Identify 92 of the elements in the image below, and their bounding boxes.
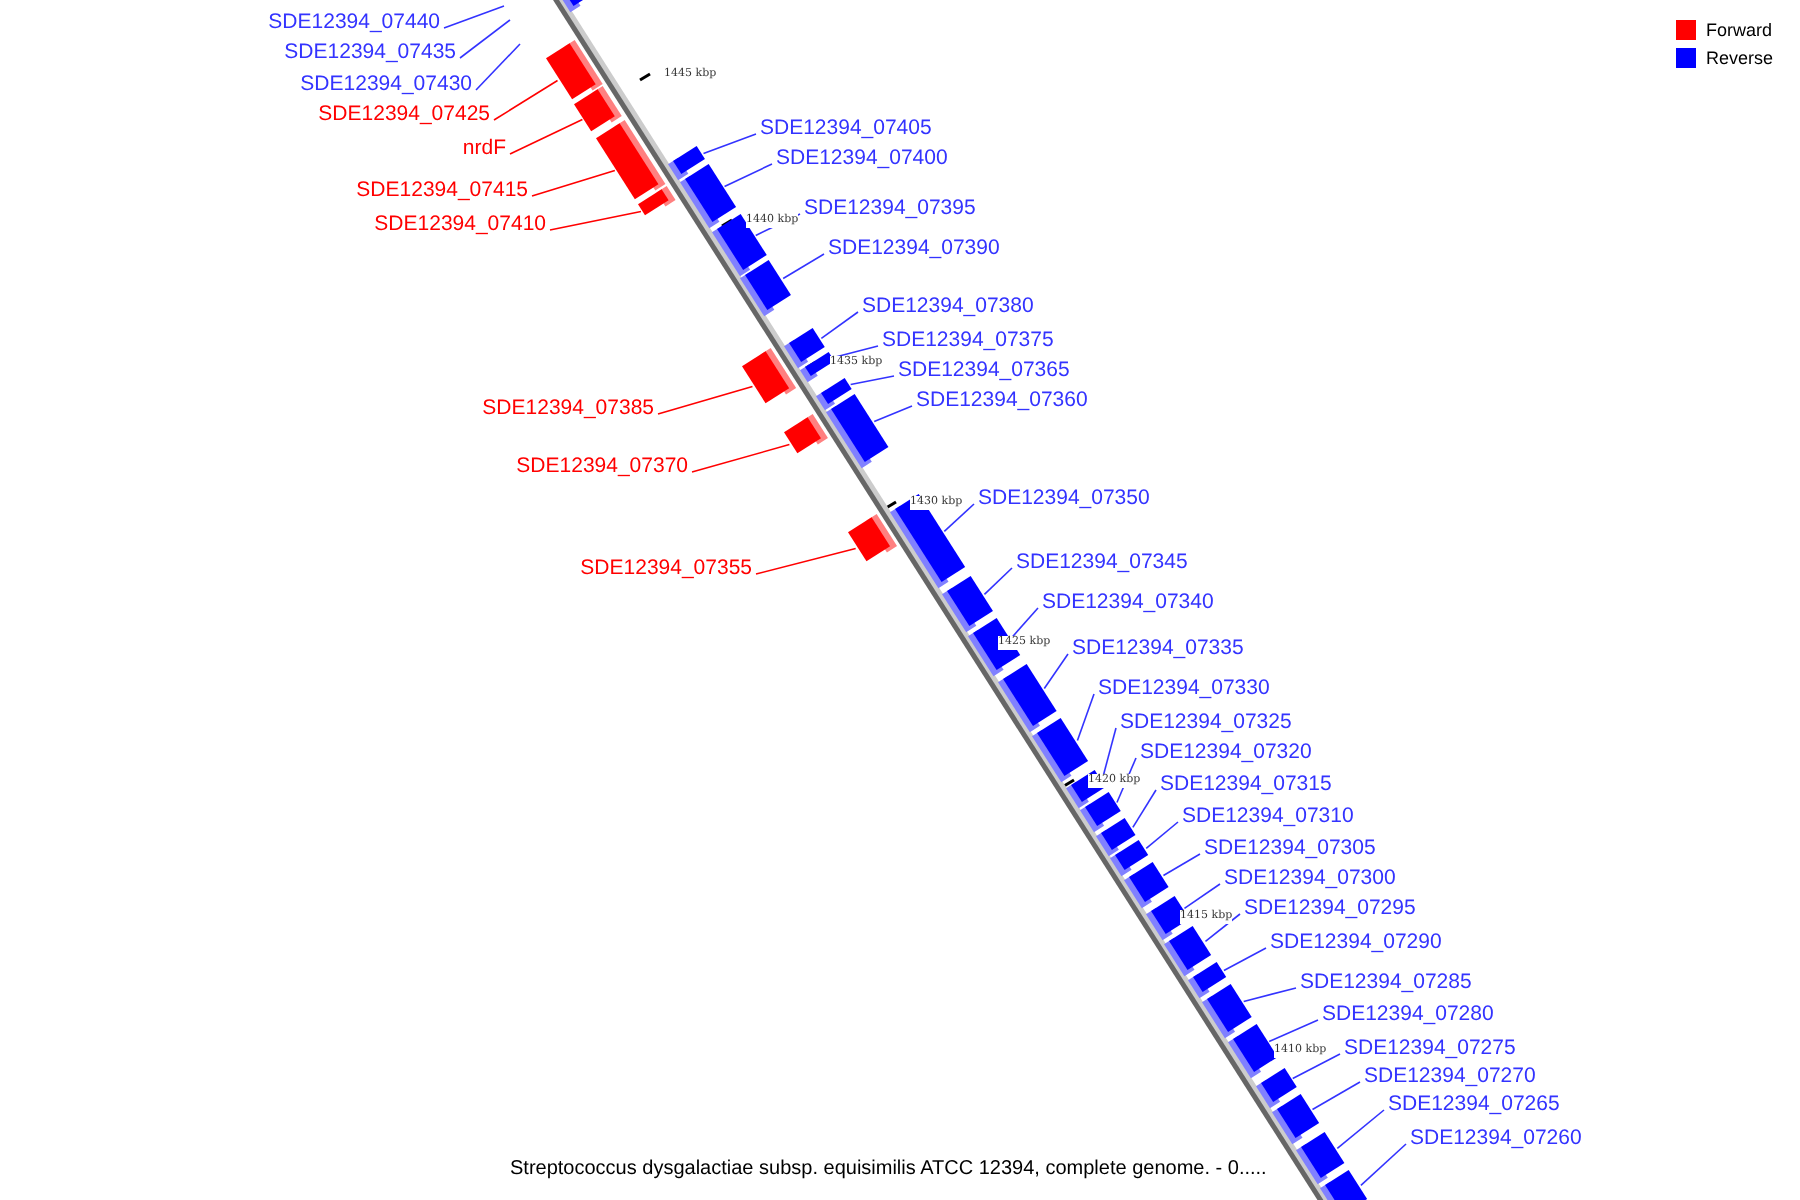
gene-label: SDE12394_07300: [1224, 866, 1396, 892]
gene-label: SDE12394_07335: [1072, 636, 1244, 662]
leader-line: [1311, 1081, 1361, 1111]
gene-label: SDE12394_07315: [1160, 772, 1332, 798]
leader-line: [873, 405, 913, 423]
gene-label: SDE12394_07395: [804, 196, 976, 222]
legend-label: Forward: [1706, 18, 1773, 42]
leader-line: [691, 443, 791, 473]
leader-line: [755, 547, 857, 575]
gene-label: nrdF: [462, 136, 506, 162]
gene-block: [783, 413, 828, 456]
leader-line: [509, 118, 584, 155]
leader-line: [1223, 947, 1267, 972]
leader-line: [1204, 913, 1241, 943]
leader-line: [1076, 693, 1095, 742]
gene-label: SDE12394_07305: [1204, 836, 1376, 862]
gene-block: [847, 513, 897, 564]
gene-label: SDE12394_07435: [284, 40, 456, 66]
leader-line: [459, 19, 511, 59]
gene-label: SDE12394_07380: [862, 294, 1034, 320]
gene-label: SDE12394_07290: [1270, 930, 1442, 956]
gene-label: SDE12394_07295: [1244, 896, 1416, 922]
gene-block: [545, 39, 602, 102]
gene-block: [740, 260, 794, 317]
gene-block: [1032, 718, 1091, 783]
leader-line: [1336, 1109, 1385, 1150]
leader-line: [475, 43, 521, 91]
gene-label: SDE12394_07325: [1120, 710, 1292, 736]
gene-block: [1227, 1024, 1279, 1079]
leader-line: [1162, 853, 1201, 877]
gene-block: [741, 347, 796, 406]
legend-label: Reverse: [1706, 46, 1774, 70]
gene-label: SDE12394_07350: [978, 486, 1150, 512]
leader-line: [1132, 789, 1157, 829]
gene-label: SDE12394_07355: [580, 556, 752, 582]
caption: Streptococcus dysgalactiae subsp. equisimilis ATCC 12394, complete genome. - 0.....: [510, 1156, 1267, 1182]
gene-label: SDE12394_07385: [482, 396, 654, 422]
gene-block: [826, 394, 891, 469]
gene-block: [1164, 926, 1214, 977]
leader-line: [1011, 607, 1039, 639]
gene-block: [941, 576, 995, 633]
leader-line: [549, 210, 642, 231]
leader-line: [493, 79, 559, 121]
gene-label: SDE12394_07340: [1042, 590, 1214, 616]
gene-block: [596, 119, 666, 202]
gene-label: SDE12394_07375: [882, 328, 1054, 354]
leader-line: [1360, 1143, 1407, 1187]
gene-label: SDE12394_07360: [916, 388, 1088, 414]
gene-block: [638, 185, 676, 218]
gene-label: SDE12394_07425: [318, 102, 490, 128]
leader-line: [657, 385, 754, 415]
gene-block: [1201, 984, 1254, 1039]
leader-line: [1291, 1053, 1341, 1080]
leader-line: [1268, 1019, 1319, 1043]
leader-line: [1242, 987, 1297, 1003]
gene-label: SDE12394_07440: [268, 10, 440, 36]
gene-label: SDE12394_07390: [828, 236, 1000, 262]
gene-label: SDE12394_07310: [1182, 804, 1354, 830]
leader-line: [943, 503, 975, 533]
leader-line: [1145, 821, 1179, 850]
leader-line: [983, 567, 1013, 596]
gene-label: SDE12394_07405: [760, 116, 932, 142]
gene-label: SDE12394_07260: [1410, 1126, 1582, 1152]
gene-label: SDE12394_07415: [356, 178, 528, 204]
leader-line: [702, 133, 757, 155]
gene-label: SDE12394_07345: [1016, 550, 1188, 576]
gene-label: SDE12394_07270: [1364, 1064, 1536, 1090]
leader-line: [820, 311, 859, 340]
gene-block: [1271, 1094, 1321, 1145]
gene-label: SDE12394_07410: [374, 212, 546, 238]
gene-block: [998, 664, 1059, 733]
leader-line: [531, 169, 616, 197]
gene-label: SDE12394_07330: [1098, 676, 1270, 702]
gene-label: SDE12394_07400: [776, 146, 948, 172]
gene-block: [1296, 1132, 1347, 1185]
leader-line: [1043, 653, 1069, 690]
gene-label: SDE12394_07365: [898, 358, 1070, 384]
leader-line: [1183, 883, 1221, 910]
gene-label: SDE12394_07320: [1140, 740, 1312, 766]
gene-label: SDE12394_07275: [1344, 1036, 1516, 1062]
leader-line: [723, 163, 773, 188]
gene-block: [574, 85, 623, 134]
gene-label: SDE12394_07285: [1300, 970, 1472, 996]
gene-label: SDE12394_07370: [516, 454, 688, 480]
gene-label: SDE12394_07280: [1322, 1002, 1494, 1028]
gene-block: [679, 164, 738, 229]
leader-line: [443, 5, 505, 29]
gene-label: SDE12394_07430: [300, 72, 472, 98]
leader-line: [849, 375, 895, 386]
gene-label: SDE12394_07265: [1388, 1092, 1560, 1118]
leader-line: [782, 253, 825, 280]
leader-line: [832, 345, 879, 359]
